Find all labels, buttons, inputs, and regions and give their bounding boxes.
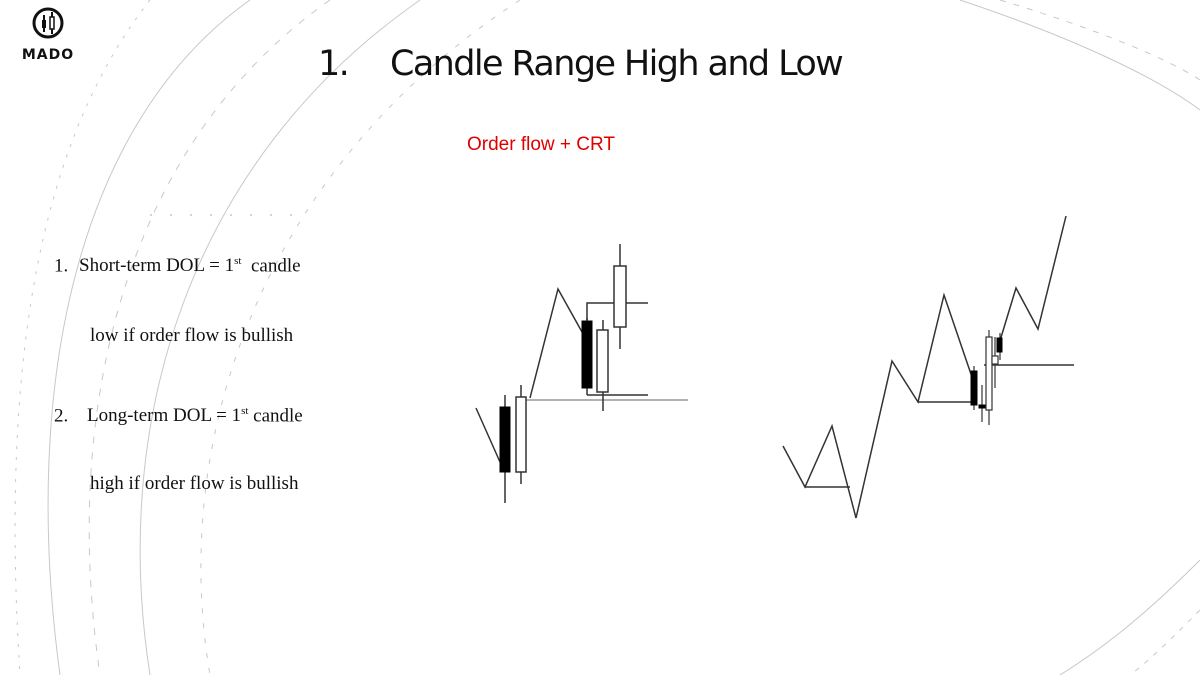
price-path-2b xyxy=(998,215,1067,345)
list-item-2-sup: st xyxy=(241,405,249,417)
list-item-1-number: 1. xyxy=(54,255,69,277)
candle-b-body xyxy=(515,396,527,473)
range-high-line xyxy=(586,302,648,321)
diagram-short-term-dol xyxy=(475,244,688,503)
diagram-long-term-dol xyxy=(782,215,1074,519)
candle-i-body xyxy=(991,355,999,365)
subtitle: Order flow + CRT xyxy=(467,134,615,155)
candle-f-body xyxy=(970,370,978,406)
list-item-1-sup: st xyxy=(234,255,242,267)
price-path-1b xyxy=(529,286,583,399)
candlestick-circle-logo-icon xyxy=(32,7,64,39)
candle-a-body xyxy=(499,406,511,473)
list-item-2-text: Long-term DOL = 1 xyxy=(87,405,242,427)
title-number: 1. xyxy=(318,44,350,84)
brand-logo: MADO xyxy=(20,6,76,63)
list-item-1-text: Short-term DOL = 1 xyxy=(79,255,235,277)
candle-c-body xyxy=(581,320,593,389)
brand-name: MADO xyxy=(21,47,75,63)
list-item-1-line-1: 1. Short-term DOL = 1st candle xyxy=(54,255,301,277)
candle-d-body xyxy=(596,329,609,393)
price-path-2 xyxy=(782,292,974,519)
price-path-1 xyxy=(475,407,501,463)
page-title: 1. Candle Range High and Low xyxy=(318,44,844,84)
candle-j-body xyxy=(996,337,1003,353)
list-item-2-line-2: high if order flow is bullish xyxy=(90,473,299,494)
candle-h-body xyxy=(985,336,993,411)
list-item-2-text-after: candle xyxy=(248,405,303,427)
candle-e-body xyxy=(613,265,627,328)
list-item-2-number: 2. xyxy=(54,405,69,427)
title-text: Candle Range High and Low xyxy=(390,44,844,84)
list-item-1-text-after: candle xyxy=(241,255,301,277)
list-item-1-line-2: low if order flow is bullish xyxy=(90,325,294,346)
list-item-2-line-1: 2. Long-term DOL = 1st candle xyxy=(54,405,303,427)
candle-g-body xyxy=(978,404,986,409)
